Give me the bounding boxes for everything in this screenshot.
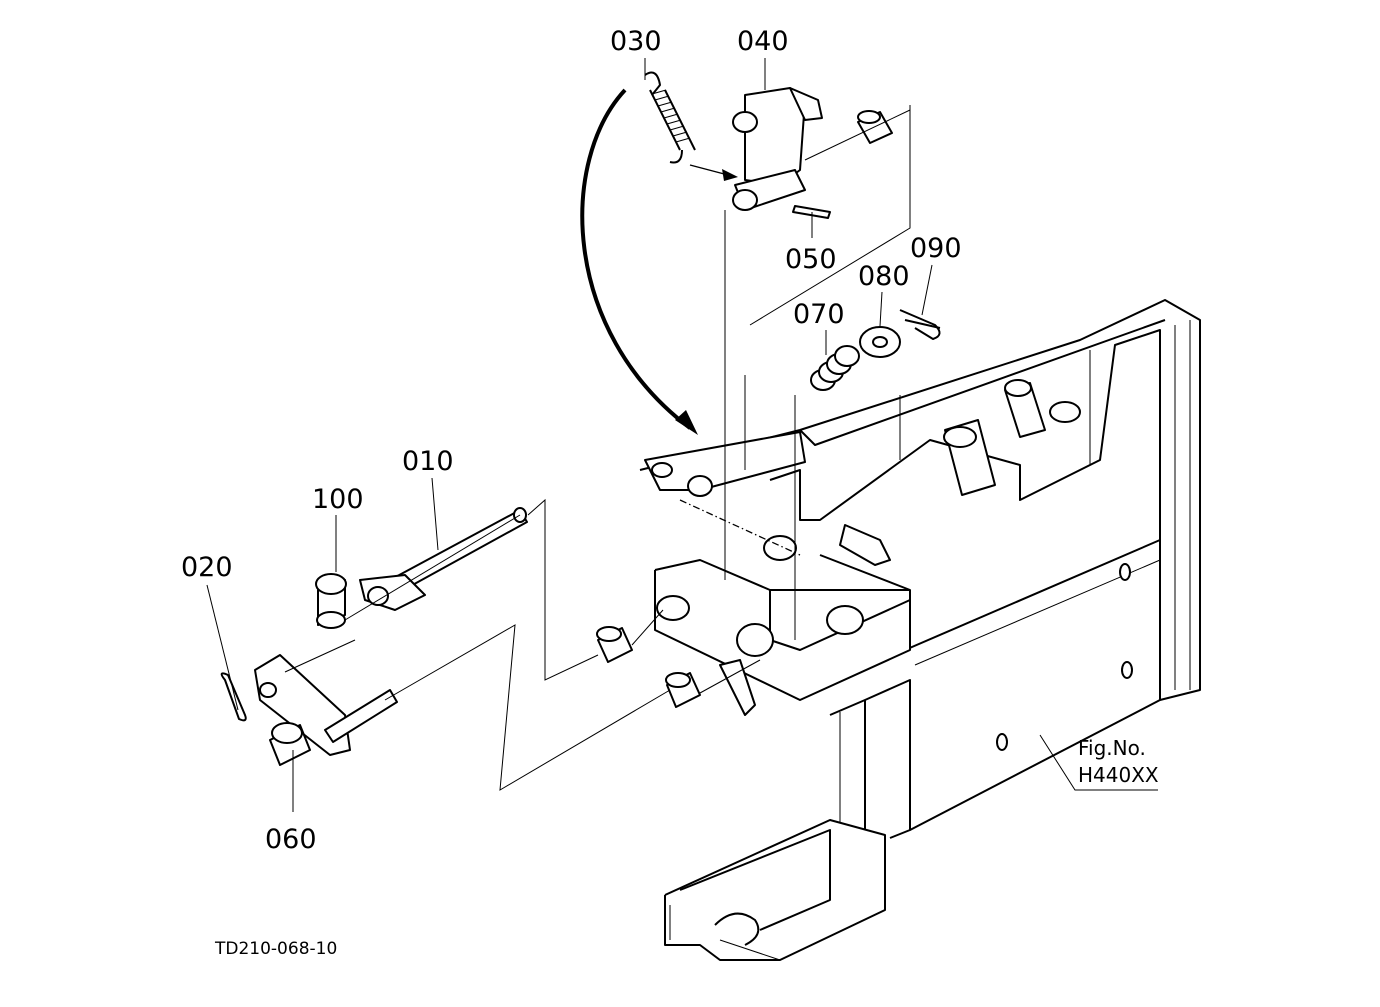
callout-090: 090	[910, 233, 962, 264]
assembly-arrow-long	[580, 88, 698, 435]
part-060-lever	[254, 654, 398, 766]
callout-040: 040	[737, 26, 789, 57]
assembly-lines	[284, 105, 911, 791]
part-020-clip	[220, 672, 247, 722]
part-010-shaft	[359, 507, 528, 611]
callout-010: 010	[402, 446, 454, 477]
bushings	[596, 626, 701, 708]
part-070-spring	[810, 345, 860, 391]
part-090-clip	[899, 309, 941, 340]
assembly-arrow-short	[689, 164, 738, 181]
callout-050: 050	[785, 244, 837, 275]
callout-060: 060	[265, 824, 317, 855]
callout-070: 070	[793, 299, 845, 330]
figure-reference: Fig.No. H440XX	[1078, 736, 1159, 787]
leader-lines	[206, 58, 1158, 812]
part-080-washer	[859, 326, 901, 358]
drawing-code: TD210-068-10	[214, 939, 337, 959]
fig-number: H440XX	[1078, 763, 1159, 787]
part-100-cap	[315, 573, 347, 629]
fig-label: Fig.No.	[1078, 736, 1146, 760]
callout-030: 030	[610, 26, 662, 57]
part-bushing-upper	[857, 110, 893, 144]
callout-020: 020	[181, 552, 233, 583]
part-040-arm	[732, 87, 823, 211]
part-030-spring	[644, 71, 696, 164]
callout-100: 100	[312, 484, 364, 515]
callout-080: 080	[858, 261, 910, 292]
callout-labels: 030 040 050 090 080 070 010 100 020 060	[181, 26, 962, 855]
frame-bracket	[639, 299, 1201, 961]
